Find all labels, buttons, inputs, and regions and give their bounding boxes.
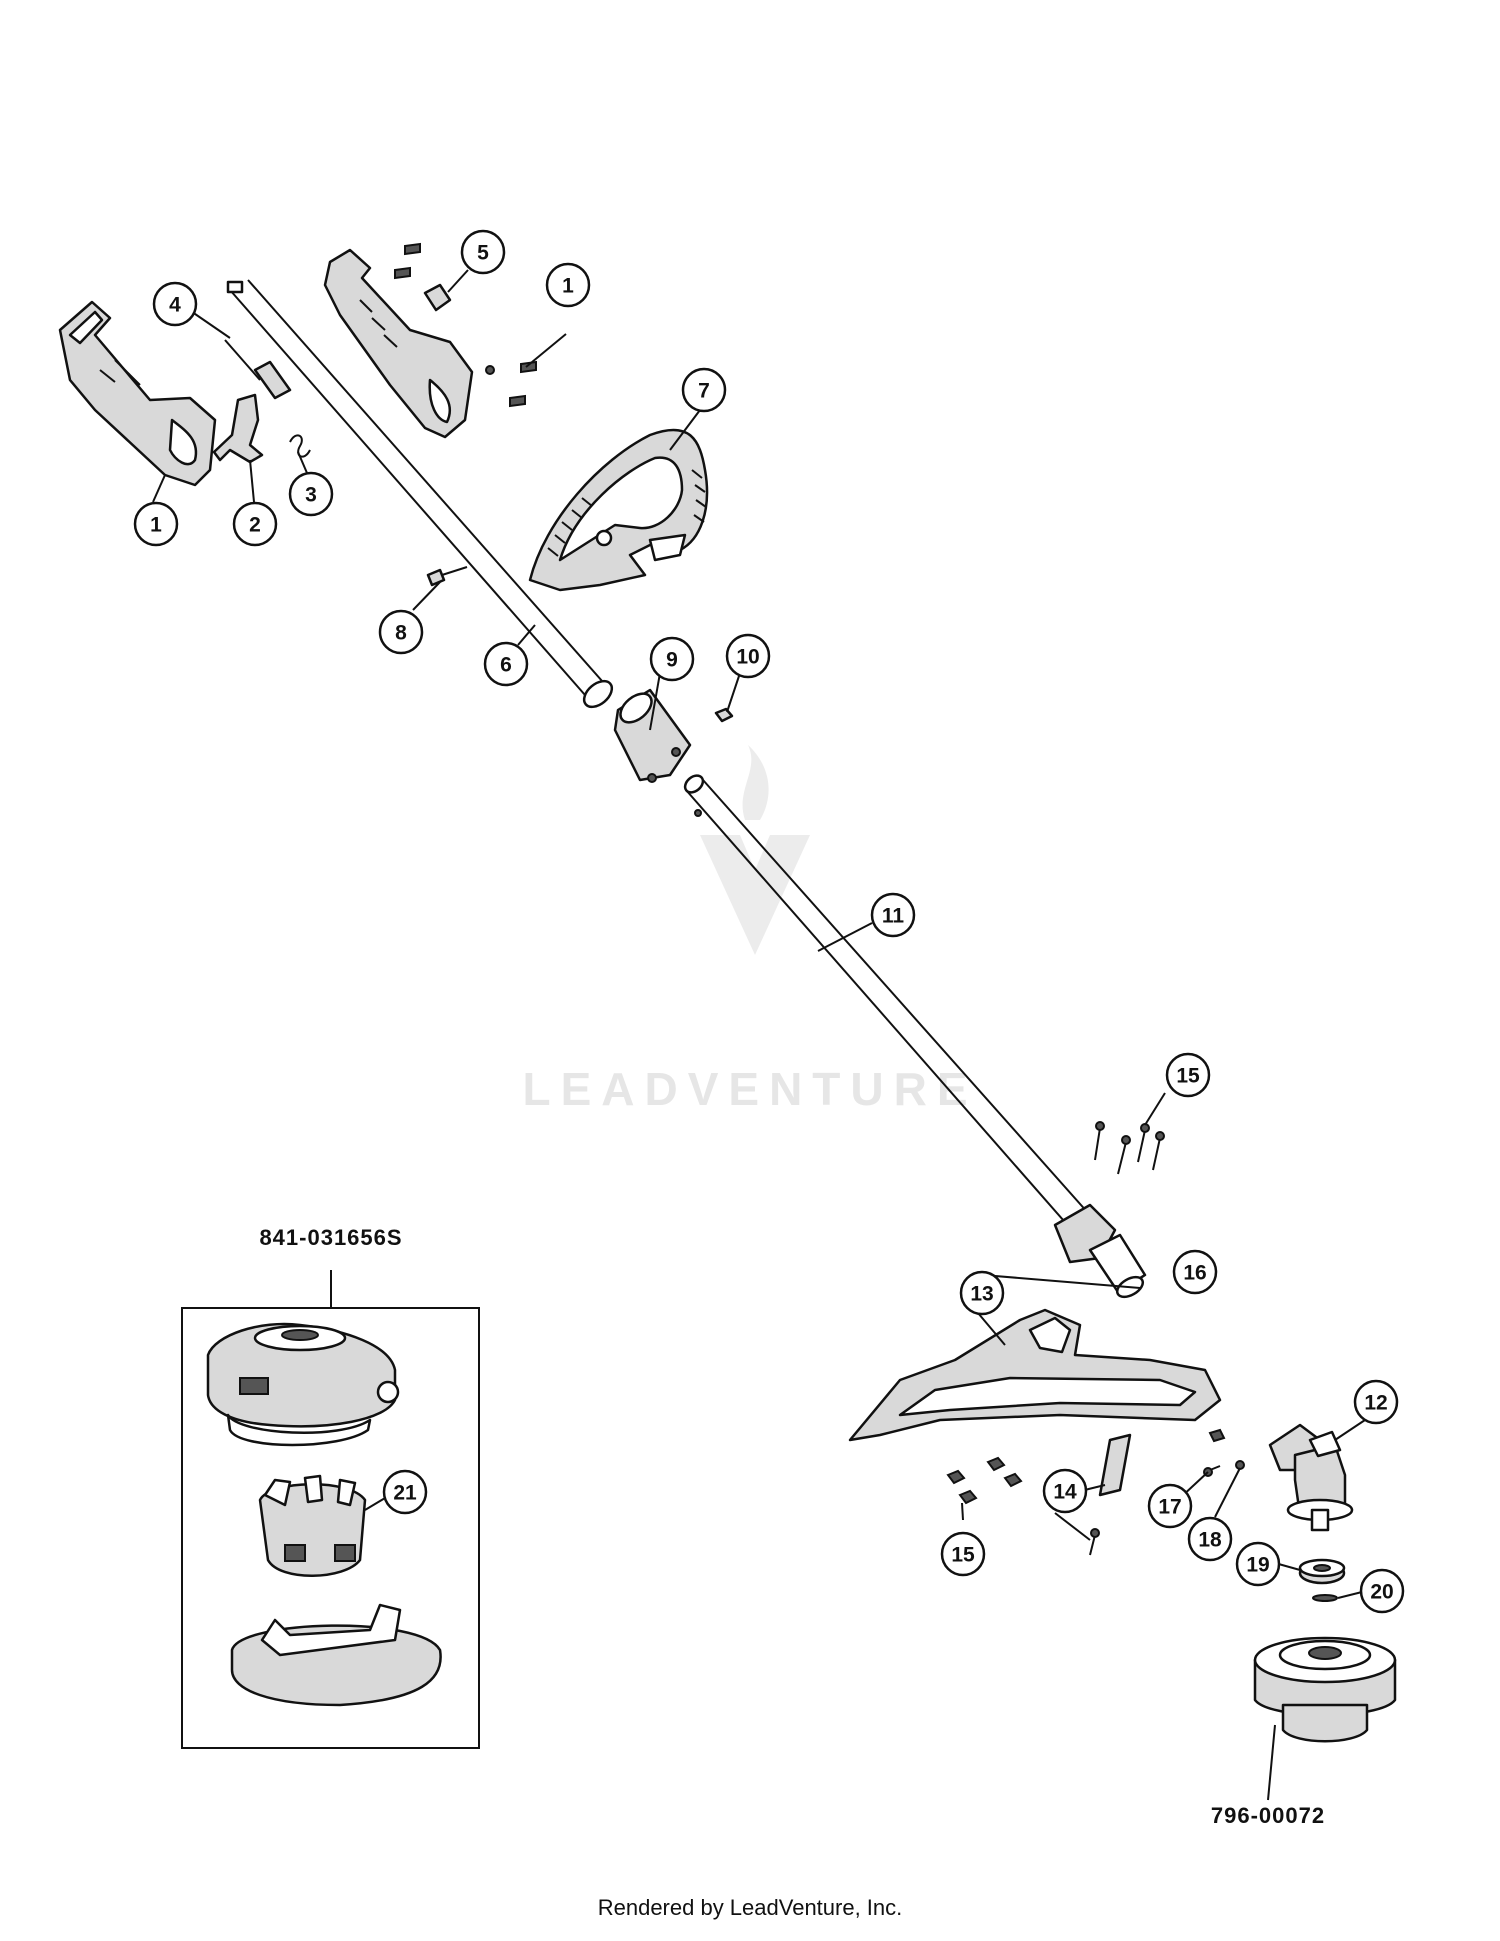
handle-housing-left	[58, 300, 217, 487]
nut	[714, 707, 734, 723]
svg-text:1: 1	[150, 514, 162, 537]
callout-21: 21	[382, 1469, 428, 1515]
spool-kit-box: 841-031656S	[181, 1225, 480, 1749]
svg-text:6: 6	[500, 654, 512, 677]
svg-text:14: 14	[1053, 1481, 1077, 1504]
callout-17: 17	[1147, 1483, 1193, 1529]
svg-text:19: 19	[1246, 1554, 1269, 1577]
line-cutter-blade	[1089, 1433, 1132, 1556]
svg-text:17: 17	[1158, 1496, 1181, 1519]
svg-text:7: 7	[698, 380, 710, 403]
upper-shaft	[226, 279, 614, 709]
trigger	[212, 393, 264, 464]
callout-16: 16	[1172, 1249, 1218, 1295]
svg-text:2: 2	[249, 514, 261, 537]
svg-text:9: 9	[666, 649, 678, 672]
nuts-lower	[946, 1456, 1023, 1505]
callout-9: 9	[649, 636, 695, 682]
callout-15-upper: 15	[1165, 1052, 1211, 1098]
svg-text:3: 3	[305, 484, 317, 507]
callout-12: 12	[1353, 1379, 1399, 1425]
svg-text:16: 16	[1183, 1262, 1206, 1285]
trigger-spring	[289, 434, 311, 458]
screws-handle	[394, 242, 537, 408]
svg-text:8: 8	[395, 622, 407, 645]
callout-8: 8	[378, 609, 424, 655]
callout-1: 1	[133, 501, 179, 547]
callout-11: 11	[870, 892, 916, 938]
shaft-coupler	[613, 688, 692, 783]
svg-text:4: 4	[169, 294, 181, 317]
spool-head	[1253, 1636, 1397, 1743]
svg-text:15: 15	[1176, 1065, 1200, 1088]
callout-13: 13	[959, 1270, 1005, 1316]
handle-housing-right	[323, 248, 474, 439]
callout-2: 2	[232, 501, 278, 547]
spool-kit-part-number: 841-031656S	[259, 1225, 402, 1250]
callout-18: 18	[1187, 1516, 1233, 1562]
guard	[848, 1308, 1222, 1442]
spool-head-part-number: 796-00072	[1211, 1803, 1325, 1828]
svg-text:12: 12	[1364, 1392, 1387, 1415]
gear-head	[1268, 1423, 1354, 1532]
switch-rod	[224, 339, 292, 400]
callout-15-lower: 15	[940, 1531, 986, 1577]
switch	[423, 283, 452, 312]
callout-5: 5	[460, 229, 506, 275]
svg-text:15: 15	[951, 1544, 975, 1567]
callout-7: 7	[681, 367, 727, 413]
lower-shaft	[683, 774, 1106, 1246]
washer	[1312, 1594, 1338, 1602]
bolt	[426, 566, 468, 587]
callout-20: 20	[1359, 1568, 1405, 1614]
svg-text:5: 5	[477, 242, 489, 265]
callout-1-right: 1	[545, 262, 591, 308]
callout-19: 19	[1235, 1541, 1281, 1587]
small-screws	[1203, 1428, 1245, 1477]
callout-6: 6	[483, 641, 529, 687]
callout-4: 4	[152, 281, 198, 327]
svg-text:20: 20	[1370, 1581, 1393, 1604]
shaft-end-bracket	[1053, 1203, 1147, 1299]
svg-text:21: 21	[393, 1482, 417, 1505]
watermark-text: LEADVENTURE	[522, 1063, 977, 1115]
svg-text:11: 11	[882, 905, 905, 928]
callout-3: 3	[288, 471, 334, 517]
screws-upper	[1094, 1121, 1165, 1175]
render-credit: Rendered by LeadVenture, Inc.	[597, 1895, 903, 1920]
svg-text:18: 18	[1198, 1529, 1222, 1552]
svg-text:1: 1	[562, 275, 574, 298]
callout-10: 10	[725, 633, 771, 679]
leadventure-watermark: LEADVENTURE	[522, 745, 977, 1115]
callout-14: 14	[1042, 1468, 1088, 1514]
auxiliary-handle	[528, 428, 709, 592]
svg-text:13: 13	[970, 1283, 993, 1306]
bearing	[1298, 1558, 1346, 1585]
svg-text:10: 10	[736, 646, 759, 669]
